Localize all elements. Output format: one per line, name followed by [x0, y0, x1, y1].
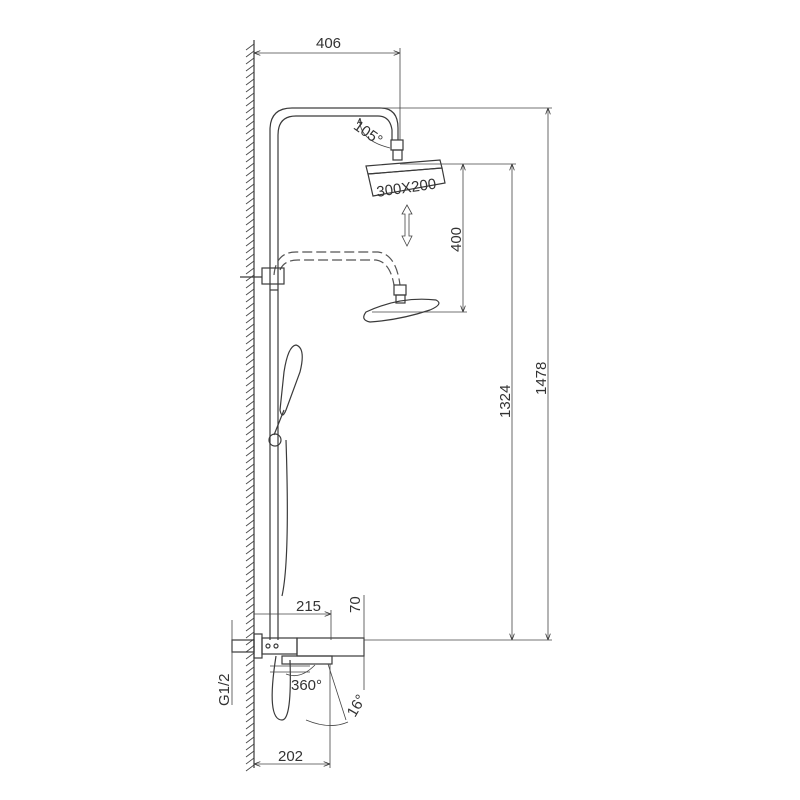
- mixer-height-label: 70: [347, 596, 364, 613]
- inlet-thread-label: G1/2: [216, 673, 233, 706]
- head-height-label: 1324: [497, 385, 514, 418]
- wall: [245, 40, 255, 772]
- spout-reach-label: 202: [278, 748, 303, 765]
- mixer-depth-label: 215: [296, 598, 321, 615]
- height-adjust-label: 400: [448, 227, 465, 252]
- hand-shower: [268, 344, 303, 721]
- head-angle-label: 105°: [350, 117, 385, 149]
- shower-arm-lowered: [240, 251, 440, 323]
- angle-arc: [360, 118, 391, 149]
- height-adjust-arrow-icon: [401, 204, 413, 247]
- spout-rotation-label: 360°: [291, 677, 322, 694]
- dimension-lines: [231, 48, 552, 768]
- rain-shower-head-raised: [365, 139, 446, 197]
- spout-tilt-label: 16°: [344, 692, 370, 720]
- total-height-label: 1478: [533, 362, 550, 395]
- thermostatic-mixer: [231, 633, 365, 677]
- head-size-label: 300X200: [375, 176, 437, 201]
- arm-reach-label: 406: [316, 35, 341, 52]
